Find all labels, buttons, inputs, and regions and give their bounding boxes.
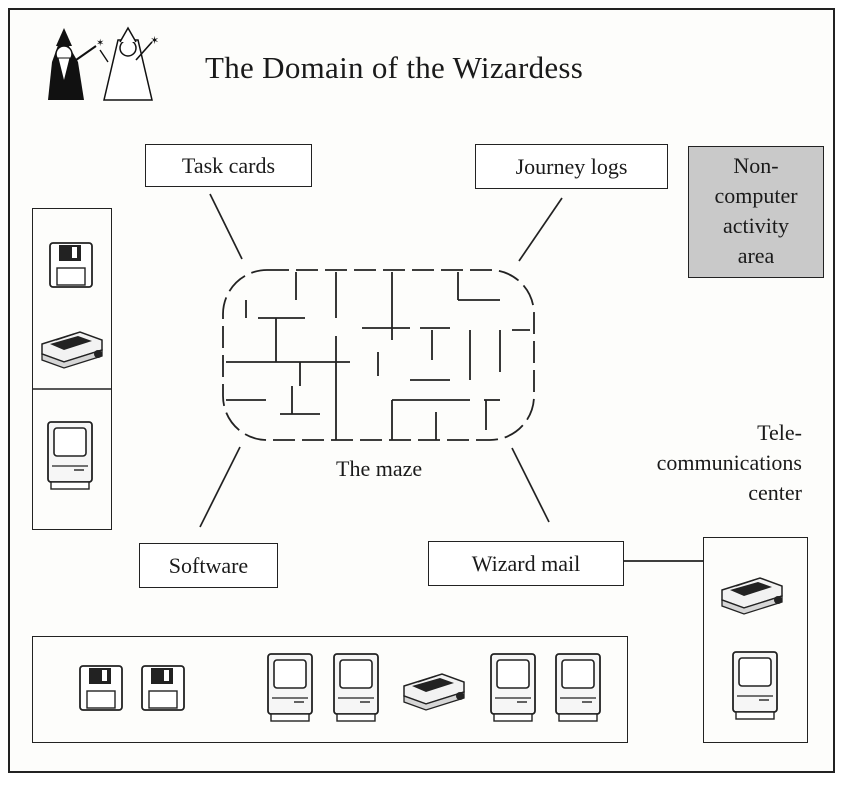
telecom-line-1: Tele- [757, 420, 802, 445]
svg-text:✶: ✶ [96, 38, 104, 49]
connector-wizard-mail [511, 447, 550, 523]
printer-icon [403, 673, 465, 711]
non-computer-activity-area: Non- computer activity area [688, 146, 824, 278]
connector-journey-logs [518, 197, 563, 262]
page-title: The Domain of the Wizardess [205, 50, 584, 85]
activity-line-1: Non- [733, 153, 779, 178]
floppy-disk-icon [49, 242, 93, 288]
bottom-equipment-panel [32, 636, 628, 743]
software-label: Software [168, 552, 249, 578]
telecom-line-3: center [748, 480, 802, 505]
task-cards-label: Task cards [181, 152, 276, 178]
wizard-mail-box: Wizard mail [428, 541, 624, 586]
maze-label: The maze [336, 456, 423, 481]
macintosh-computer-icon [333, 653, 379, 722]
activity-line-3: activity [723, 213, 789, 238]
macintosh-computer-icon [555, 653, 601, 722]
macintosh-computer-icon [490, 653, 536, 722]
activity-line-2: computer [714, 183, 798, 208]
macintosh-computer-icon [267, 653, 313, 722]
journey-logs-box: Journey logs [475, 144, 668, 189]
wizardess-icon: ✶ [99, 26, 159, 101]
connector-software [199, 446, 241, 528]
maze [222, 269, 535, 441]
telecom-line-2: communications [656, 450, 802, 475]
printer-icon [721, 577, 783, 615]
software-box: Software [139, 543, 278, 588]
wizard-mail-label: Wizard mail [471, 550, 581, 576]
telecommunications-center-label: Tele- communications center [600, 418, 802, 508]
floppy-disk-icon [79, 665, 123, 711]
diagram-frame [8, 8, 835, 773]
journey-logs-label: Journey logs [515, 153, 628, 179]
printer-icon [41, 331, 103, 369]
svg-text:✶: ✶ [150, 35, 159, 47]
wizard-icon: ✶ [48, 28, 104, 100]
macintosh-computer-icon [732, 651, 778, 720]
macintosh-computer-icon [47, 421, 93, 490]
floppy-disk-icon [141, 665, 185, 711]
telecom-equipment-panel [703, 537, 808, 743]
left-equipment-panel [32, 208, 112, 530]
connector-task-cards [209, 193, 243, 260]
activity-line-4: area [737, 243, 775, 268]
task-cards-box: Task cards [145, 144, 312, 187]
